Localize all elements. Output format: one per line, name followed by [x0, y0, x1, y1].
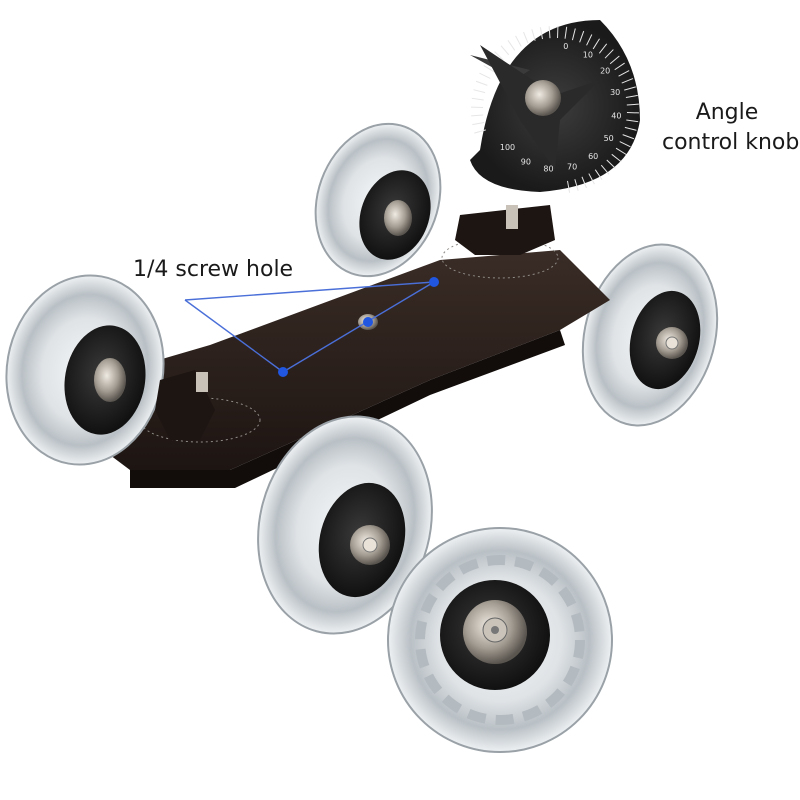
wheel-right — [581, 243, 719, 427]
protractor-tick — [564, 26, 568, 39]
protractor-tick — [479, 72, 491, 79]
protractor-tick — [588, 173, 595, 185]
protractor-tick — [483, 65, 495, 73]
protractor-number: 50 — [604, 134, 614, 143]
protractor-tick — [581, 176, 587, 189]
protractor-tick — [621, 78, 634, 84]
protractor-tick — [604, 49, 614, 59]
protractor-number: 60 — [588, 152, 598, 161]
wheel-left — [5, 274, 165, 466]
left-mount-knob — [155, 370, 215, 440]
protractor-tick — [594, 169, 603, 180]
protractor-tick — [625, 94, 638, 98]
protractor-tick — [618, 70, 630, 77]
protractor-tick — [622, 134, 635, 140]
protractor-tick — [471, 97, 484, 101]
protractor-tick — [475, 80, 488, 86]
protractor-tick — [619, 141, 631, 148]
protractor-tick — [592, 38, 600, 50]
protractor-tick — [586, 34, 593, 46]
protractor-number: 100 — [500, 143, 515, 152]
right-mount-knob — [455, 205, 555, 255]
wheel-detached — [387, 527, 613, 753]
protractor-tick — [500, 45, 510, 56]
protractor-tick — [626, 103, 639, 106]
protractor-tick — [494, 51, 504, 61]
protractor-tick — [574, 179, 579, 191]
angle-knob-label-line2: control knob — [662, 130, 800, 155]
protractor-tick — [474, 129, 486, 134]
screw-hole-marker-left — [278, 367, 288, 377]
angle-control-knob — [470, 20, 640, 193]
protractor-number: 30 — [610, 88, 620, 97]
protractor-tick — [615, 147, 627, 155]
protractor-tick — [611, 153, 622, 163]
protractor-tick — [614, 62, 625, 71]
protractor-number: 40 — [611, 112, 621, 121]
screw-hole-label: 1/4 screw hole — [133, 257, 294, 282]
protractor-number: 70 — [567, 163, 577, 172]
protractor-tick — [515, 35, 522, 47]
protractor-tick — [579, 30, 585, 43]
protractor-tick — [473, 89, 486, 94]
protractor-tick — [472, 122, 485, 126]
screw-hole-pointer — [184, 277, 439, 377]
protractor-number: 80 — [543, 165, 553, 174]
protractor-tick — [567, 180, 571, 193]
protractor-number: 10 — [583, 50, 593, 59]
angle-knob-label: Angle control knob — [662, 98, 800, 158]
protractor-tick — [624, 86, 636, 91]
protractor-number: 20 — [600, 67, 610, 76]
protractor-tick — [598, 43, 608, 54]
screw-hole-marker-center — [363, 317, 373, 327]
screw-hole-marker-right — [429, 277, 439, 287]
protractor-tick — [523, 31, 529, 44]
wheel-front-middle — [257, 415, 433, 635]
protractor-tick — [548, 26, 551, 39]
protractor-tick — [571, 28, 576, 41]
protractor-tick — [531, 29, 536, 41]
protractor-tick — [471, 114, 484, 117]
protractor-number: 0 — [563, 42, 568, 51]
protractor-tick — [600, 164, 610, 175]
protractor-tick — [507, 40, 516, 51]
protractor-tick — [606, 159, 616, 169]
angle-knob-label-line1: Angle — [695, 100, 759, 125]
protractor-tick — [624, 126, 637, 131]
protractor-tick — [609, 55, 620, 65]
protractor-number: 90 — [521, 158, 531, 167]
protractor-tick — [539, 27, 543, 40]
protractor-tick — [626, 119, 639, 123]
wheel-back-left — [314, 122, 442, 278]
protractor-scale: 0 10 20 30 40 50 60 70 80 90 100 — [500, 42, 622, 174]
